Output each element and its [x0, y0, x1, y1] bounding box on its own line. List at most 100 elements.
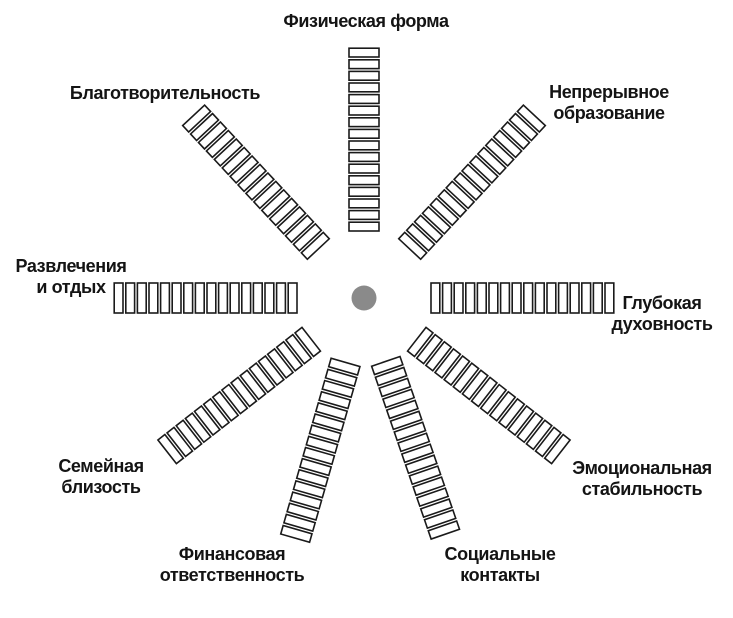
spoke-segment — [275, 282, 287, 314]
spoke-segment — [492, 129, 523, 159]
spoke-segment — [314, 401, 349, 421]
spoke-segment — [279, 524, 313, 544]
spoke-segment — [348, 140, 380, 151]
spoke-segment — [213, 137, 244, 168]
spoke-segment — [445, 180, 476, 210]
spoke-segment — [500, 120, 531, 151]
spoke-segment — [348, 151, 380, 163]
spoke-segment — [348, 105, 380, 116]
label-line: Финансовая — [178, 544, 286, 564]
label-line: Глубокая — [622, 293, 702, 313]
spoke-segment — [525, 419, 553, 451]
label-social-contacts: Социальные контакты — [445, 544, 556, 586]
spoke-segment — [370, 355, 404, 376]
spoke-segment — [348, 70, 380, 81]
spoke-segment — [476, 282, 488, 314]
spoke-segment — [397, 432, 431, 453]
spoke-segment — [165, 426, 194, 458]
spoke-segment — [569, 282, 580, 314]
spoke-segment — [205, 129, 236, 159]
spoke-segment — [488, 282, 499, 314]
spoke-segment — [461, 369, 489, 401]
spoke-segment — [546, 282, 557, 314]
spoke-segment — [452, 362, 480, 394]
label-line: духовность — [611, 314, 713, 334]
spoke-segment — [427, 519, 461, 541]
spoke-segment — [408, 465, 442, 486]
spoke-segment — [389, 410, 423, 431]
spoke-segment — [348, 209, 380, 221]
label-family-closeness: Семейная близость — [58, 456, 144, 498]
spoke-segment — [282, 513, 317, 533]
spoke-segment — [327, 357, 361, 376]
label-line: и отдых — [36, 277, 106, 297]
spoke-segment — [308, 424, 342, 443]
spoke-segment — [423, 509, 457, 530]
spoke-segment — [252, 180, 283, 210]
spoke-segment — [348, 82, 380, 93]
spoke-charity — [181, 103, 331, 261]
spoke-segment — [244, 171, 276, 201]
spoke-segment — [293, 326, 322, 358]
spoke-segment — [248, 362, 276, 394]
spoke-segment — [452, 171, 484, 201]
spoke-segment — [348, 128, 380, 139]
spoke-segment — [268, 197, 299, 227]
label-line: образование — [553, 103, 665, 123]
spoke-segment — [497, 397, 526, 430]
label-financial-responsibility: Финансовая ответственность — [160, 544, 305, 586]
spoke-segment — [239, 369, 267, 401]
spoke-recreation-rest — [113, 282, 298, 314]
spoke-segment — [220, 383, 249, 415]
label-line: Эмоциональная — [572, 458, 712, 478]
spoke-segment — [321, 379, 355, 399]
spoke-segment — [397, 231, 428, 261]
label-line: Социальные — [444, 544, 556, 564]
spoke-segment — [211, 390, 240, 422]
spoke-segment — [404, 454, 438, 475]
label-line: Развлечения — [15, 256, 127, 276]
spoke-segment — [419, 498, 453, 519]
spoke-segment — [264, 282, 275, 314]
spoke-segment — [443, 354, 471, 387]
spoke-segment — [184, 412, 212, 444]
spoke-segment — [324, 368, 358, 388]
spoke-segment — [292, 222, 323, 252]
spoke-segment — [252, 282, 263, 314]
spoke-segment — [381, 388, 416, 409]
spoke-segment — [506, 404, 535, 437]
spoke-continuous-education — [397, 103, 547, 261]
spoke-segment — [202, 397, 231, 430]
spoke-segment — [441, 282, 453, 314]
spoke-segment — [286, 502, 320, 521]
label-emotional-stability: Эмоциональная стабильность — [572, 458, 712, 500]
spoke-segment — [257, 354, 285, 387]
label-line: Непрерывное — [549, 82, 669, 102]
spoke-segment — [181, 103, 212, 134]
spoke-segment — [499, 282, 511, 314]
spoke-segment — [393, 421, 427, 442]
spoke-segment — [183, 282, 194, 314]
spoke-segment — [171, 282, 182, 314]
spoke-financial-responsibility — [279, 357, 361, 544]
spoke-segment — [318, 390, 352, 410]
spoke-segment — [470, 376, 499, 408]
spoke-segment — [298, 457, 333, 477]
spoke-segment — [348, 163, 380, 174]
spoke-segment — [516, 412, 544, 444]
spoke-segment — [193, 404, 222, 437]
label-line: ответственность — [159, 565, 305, 585]
label-recreation-rest: Развлечения и отдых — [15, 256, 126, 298]
spoke-segment — [424, 340, 453, 372]
spoke-segment — [378, 377, 412, 398]
spoke-segment — [592, 282, 603, 314]
spoke-segment — [557, 282, 569, 314]
spoke-segment — [206, 282, 217, 314]
spoke-segment — [217, 282, 229, 314]
spoke-segment — [465, 282, 476, 314]
spoke-segment — [511, 282, 522, 314]
label-line: контакты — [460, 565, 540, 585]
spoke-segment — [523, 282, 534, 314]
